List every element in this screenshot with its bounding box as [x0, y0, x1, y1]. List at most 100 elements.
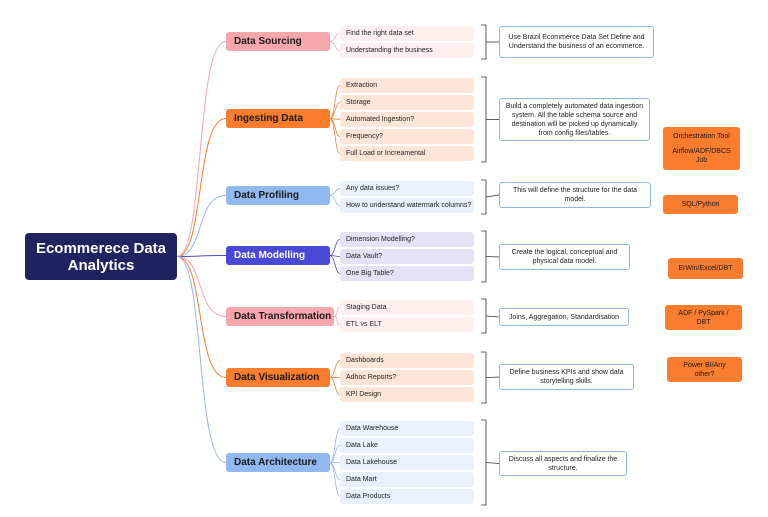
branch-data-architecture[interactable]: Data Architecture: [226, 453, 330, 472]
leaf-label: Automated Ingestion?: [346, 116, 415, 123]
leaf-connector: [329, 85, 341, 119]
leaf-connector: [329, 377, 341, 395]
leaf-label: ETL vs ELT: [346, 321, 382, 328]
leaf-label: Data Products: [346, 493, 391, 500]
leaf-adhoc-reports[interactable]: Adhoc Reports?: [340, 370, 474, 385]
tool-box-sql-python[interactable]: SQL/Python: [663, 195, 738, 214]
leaf-label: Find the right data set: [346, 30, 414, 37]
leaf-label: Data Lakehouse: [346, 459, 397, 466]
bracket: [481, 230, 487, 283]
branch-label: Data Sourcing: [234, 36, 302, 47]
leaf-data-vault[interactable]: Data Vault?: [340, 249, 474, 264]
leaf-label: Dimension Modelling?: [346, 236, 415, 243]
leaf-label: Any data issues?: [346, 185, 400, 192]
leaf-connector: [329, 195, 341, 206]
branch-connector: [176, 256, 227, 463]
branch-label: Data Modelling: [234, 250, 306, 261]
leaf-one-big-table[interactable]: One Big Table?: [340, 266, 474, 281]
leaf-full-load-or-incremental[interactable]: Full Load or Increamental: [340, 146, 474, 161]
description-ingesting-data: Build a completely automated data ingest…: [499, 98, 650, 141]
description-text: Discuss all aspects and finalize the str…: [508, 455, 618, 472]
tool-text: Job: [695, 157, 708, 164]
tool-box-orchestration[interactable]: Orchestration Tool Airflow/ADF/DBCS Job: [663, 127, 740, 170]
leaf-label: Full Load or Increamental: [346, 150, 426, 157]
branch-label: Data Architecture: [234, 457, 317, 468]
leaf-connector: [329, 360, 341, 378]
branch-data-profiling[interactable]: Data Profiling: [226, 186, 330, 205]
description-data-visualization: Define business KPIs and show data story…: [499, 364, 634, 390]
leaf-connector: [329, 188, 341, 196]
description-connector: [485, 376, 500, 378]
branch-connector: [176, 256, 227, 378]
leaf-label: Data Warehouse: [346, 425, 399, 432]
description-connector: [485, 256, 500, 258]
tool-box-power-bi[interactable]: Power BI/Any other?: [667, 357, 742, 382]
leaf-kpi-design[interactable]: KPI Design: [340, 387, 474, 402]
leaf-extraction[interactable]: Extraction: [340, 78, 474, 93]
leaf-connector: [329, 462, 341, 497]
leaf-label: How to understand watermark columns?: [346, 202, 472, 209]
description-data-modelling: Create the logical, conceptual and physi…: [499, 244, 630, 270]
tool-box-erwin-excel-dbt[interactable]: ErWin/Excel/DBT: [668, 258, 743, 279]
root-node[interactable]: Ecommerece Data Analytics: [25, 233, 177, 280]
leaf-connector: [329, 445, 341, 463]
leaf-frequency[interactable]: Frequency?: [340, 129, 474, 144]
leaf-label: Frequency?: [346, 133, 383, 140]
branch-ingesting-data[interactable]: Ingesting Data: [226, 109, 330, 128]
leaf-any-data-issues[interactable]: Any data issues?: [340, 181, 474, 196]
leaf-label: Data Vault?: [346, 253, 383, 260]
leaf-data-lake[interactable]: Data Lake: [340, 438, 474, 453]
leaf-watermark-columns[interactable]: How to understand watermark columns?: [340, 198, 474, 213]
tool-text: Airflow/ADF/DBCS: [672, 148, 731, 155]
leaf-connector: [329, 428, 341, 463]
branch-connector: [176, 256, 227, 317]
leaf-connector: [329, 255, 341, 274]
leaf-data-mart[interactable]: Data Mart: [340, 472, 474, 487]
leaf-label: Extraction: [346, 82, 378, 89]
leaf-label: Understanding the business: [346, 47, 433, 54]
bracket: [481, 24, 487, 60]
tool-text: ErWin/Excel/DBT: [678, 265, 733, 272]
leaf-connector: [333, 307, 341, 317]
leaf-label: Adhoc Reports?: [346, 374, 397, 381]
leaf-data-lakehouse[interactable]: Data Lakehouse: [340, 455, 474, 470]
leaf-understanding-business[interactable]: Understanding the business: [340, 43, 474, 58]
branch-connector: [176, 195, 227, 257]
branch-data-modelling[interactable]: Data Modelling: [226, 246, 330, 265]
description-connector: [485, 462, 500, 464]
leaf-data-products[interactable]: Data Products: [340, 489, 474, 504]
bracket: [481, 419, 487, 506]
leaf-find-right-data-set[interactable]: Find the right data set: [340, 26, 474, 41]
bracket: [481, 351, 487, 404]
description-text: Joins, Aggregation, Standardisation: [508, 313, 620, 321]
description-connector: [485, 315, 500, 318]
description-connector: [485, 194, 500, 198]
branch-label: Ingesting Data: [234, 113, 303, 124]
branch-data-visualization[interactable]: Data Visualization: [226, 368, 330, 387]
tool-text: SQL/Python: [681, 201, 720, 208]
branch-label: Data Visualization: [234, 372, 320, 383]
description-data-sourcing: Use Brazil Ecommerce Data Set Define and…: [499, 26, 654, 58]
leaf-etl-vs-elt[interactable]: ETL vs ELT: [340, 317, 474, 332]
leaf-label: Storage: [346, 99, 371, 106]
description-data-profiling: This will define the structure for the d…: [499, 182, 651, 208]
bracket: [481, 179, 487, 215]
leaf-storage[interactable]: Storage: [340, 95, 474, 110]
leaf-label: Data Mart: [346, 476, 377, 483]
leaf-dimension-modelling[interactable]: Dimension Modelling?: [340, 232, 474, 247]
branch-data-sourcing[interactable]: Data Sourcing: [226, 32, 330, 51]
leaf-automated-ingestion[interactable]: Automated Ingestion?: [340, 112, 474, 127]
branch-data-transformation[interactable]: Data Transformation: [226, 307, 334, 326]
leaf-staging-data[interactable]: Staging Data: [340, 300, 474, 315]
tool-text: Orchestration Tool: [673, 133, 730, 140]
leaf-label: Dashboards: [346, 357, 384, 364]
tool-text: ADF / PySpark /: [678, 309, 729, 317]
leaf-label: One Big Table?: [346, 270, 394, 277]
bracket: [481, 76, 487, 163]
bracket: [481, 298, 487, 334]
tool-box-adf-pyspark-dbt[interactable]: ADF / PySpark / DBT: [665, 305, 742, 330]
branch-connector: [176, 255, 227, 257]
leaf-dashboards[interactable]: Dashboards: [340, 353, 474, 368]
leaf-data-warehouse[interactable]: Data Warehouse: [340, 421, 474, 436]
